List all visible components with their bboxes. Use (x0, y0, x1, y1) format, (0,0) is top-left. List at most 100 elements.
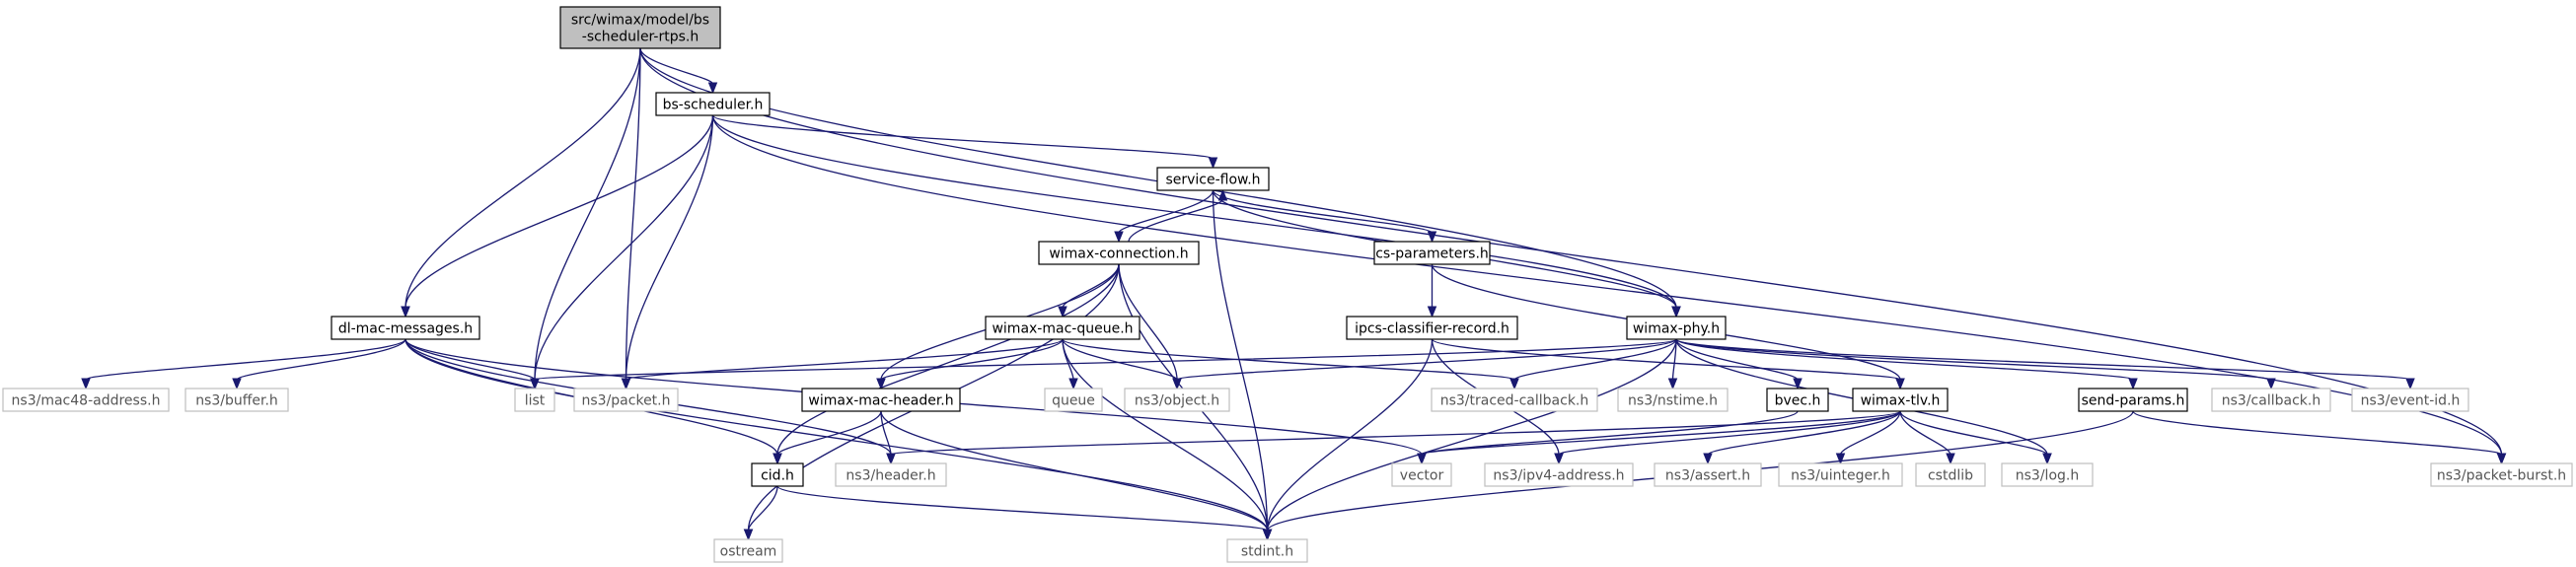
edge-wimax-tlv-to-log (1899, 410, 2052, 465)
node-box (1915, 462, 1986, 487)
node-label: ns3/traced-callback.h (1440, 393, 1589, 409)
edges-layer (81, 47, 2507, 541)
edge-wimax-mac-queue-to-packet (621, 338, 1064, 390)
node-send-params[interactable]: send-params.h (2078, 388, 2188, 412)
node-label: send-params.h (2082, 393, 2185, 409)
node-label: ipcs-classifier-record.h (1355, 321, 1509, 337)
node-bvec[interactable]: bvec.h (1766, 388, 1829, 412)
node-label: queue (1052, 393, 1095, 409)
node-box (1156, 167, 1270, 191)
node-label: wimax-mac-queue.h (992, 321, 1133, 337)
node-label: bvec.h (1775, 393, 1821, 409)
node-wimax-mac-queue[interactable]: wimax-mac-queue.h (985, 316, 1141, 340)
node-label: ns3/event-id.h (2361, 393, 2461, 409)
node-box (1617, 388, 1729, 412)
node-box (559, 6, 721, 49)
node-box (2351, 388, 2469, 412)
edge-dl-mac-messages-to-mac48 (81, 338, 406, 390)
edge-root-to-bs-scheduler (639, 47, 718, 95)
node-event-id: ns3/event-id.h (2351, 388, 2469, 412)
node-cstdlib: cstdlib (1915, 462, 1986, 487)
node-dl-mac-messages[interactable]: dl-mac-messages.h (331, 316, 480, 340)
node-box (1431, 388, 1598, 412)
node-box (514, 388, 555, 412)
node-box (1852, 388, 1949, 412)
node-wimax-mac-header[interactable]: wimax-mac-header.h (801, 388, 961, 412)
node-service-flow[interactable]: service-flow.h (1156, 167, 1270, 191)
node-box (2, 388, 170, 412)
edge-service-flow-to-stdint (1212, 189, 1273, 541)
edge-wimax-tlv-to-cstdlib (1899, 410, 1955, 465)
edge-cid-to-stdint (776, 485, 1273, 541)
node-uinteger: ns3/uinteger.h (1778, 462, 1903, 487)
edge-service-flow-to-wimax-connection (1114, 189, 1214, 244)
edge-wimax-tlv-to-header (886, 410, 1901, 465)
edge-bs-scheduler-to-packet (621, 114, 714, 390)
node-label: ns3/uinteger.h (1791, 468, 1890, 484)
node-box (1766, 388, 1829, 412)
node-label: ns3/nstime.h (1628, 393, 1718, 409)
node-label: ns3/packet.h (582, 393, 671, 409)
node-stdint: stdint.h (1226, 538, 1308, 563)
node-label: cstdlib (1928, 468, 1973, 484)
node-box (1654, 462, 1762, 487)
node-box (751, 462, 804, 487)
node-box (2430, 462, 2573, 487)
edge-ipcs-classifier-record-to-wimax-tlv (1431, 338, 1905, 390)
node-mac48: ns3/mac48-address.h (2, 388, 170, 412)
edge-bs-scheduler-to-service-flow (711, 114, 1218, 170)
node-ipcs-classifier-record[interactable]: ipcs-classifier-record.h (1346, 316, 1518, 340)
node-bs-scheduler[interactable]: bs-scheduler.h (655, 92, 771, 116)
edge-wimax-mac-queue-to-traced-callback (1062, 338, 1519, 390)
edge-wimax-tlv-to-uinteger (1835, 410, 1901, 465)
edge-wimax-connection-to-service-flow (1128, 188, 1228, 243)
node-traced-callback: ns3/traced-callback.h (1431, 388, 1598, 412)
edge-wimax-mac-queue-to-object (1062, 338, 1182, 390)
edge-wimax-phy-to-traced-callback (1509, 338, 1677, 390)
node-label: ns3/mac48-address.h (12, 393, 161, 409)
node-assert: ns3/assert.h (1654, 462, 1762, 487)
node-nstime: ns3/nstime.h (1617, 388, 1729, 412)
node-wimax-phy[interactable]: wimax-phy.h (1626, 316, 1727, 340)
node-label: service-flow.h (1165, 173, 1260, 188)
node-box (184, 388, 289, 412)
edge-wimax-phy-to-send-params (1675, 338, 2138, 390)
node-box (1391, 462, 1452, 487)
node-cs-parameters[interactable]: cs-parameters.h (1373, 241, 1491, 265)
node-label: ns3/assert.h (1665, 468, 1750, 484)
node-label: cs-parameters.h (1375, 247, 1489, 262)
nodes-layer: src/wimax/model/bs-scheduler-rtps.h bs-sc… (2, 6, 2573, 563)
node-cid[interactable]: cid.h (751, 462, 804, 487)
node-box (713, 538, 783, 563)
node-root[interactable]: src/wimax/model/bs-scheduler-rtps.h (559, 6, 721, 49)
node-label: ns3/buffer.h (195, 393, 278, 409)
node-label: ns3/header.h (846, 468, 935, 484)
edge-wimax-phy-to-callback (1675, 338, 2276, 390)
node-label: wimax-mac-header.h (808, 393, 953, 409)
node-callback: ns3/callback.h (2211, 388, 2331, 412)
node-header: ns3/header.h (835, 462, 947, 487)
edge-wimax-mac-queue-to-wimax-mac-header (876, 338, 1064, 390)
node-label: wimax-phy.h (1633, 321, 1720, 337)
node-box (1626, 316, 1727, 340)
edge-send-params-to-packet-burst (2132, 410, 2507, 465)
node-label: ostream (720, 544, 777, 560)
node-ipv4-address: ns3/ipv4-address.h (1484, 462, 1634, 487)
node-box (1484, 462, 1634, 487)
node-box (1044, 388, 1103, 412)
node-object: ns3/object.h (1124, 388, 1230, 412)
edge-wimax-phy-to-list (530, 338, 1677, 390)
edge-wimax-mac-header-to-cid (773, 410, 882, 465)
node-box (2078, 388, 2188, 412)
node-wimax-tlv[interactable]: wimax-tlv.h (1852, 388, 1949, 412)
edge-bs-scheduler-to-wimax-phy (711, 114, 1681, 319)
edge-wimax-tlv-to-vector (1417, 410, 1901, 465)
node-label: src/wimax/model/bs (571, 13, 709, 29)
node-label: stdint.h (1241, 544, 1293, 560)
edge-wimax-tlv-to-ipv4-address (1554, 410, 1901, 465)
node-label: ns3/callback.h (2222, 393, 2320, 409)
node-box (1373, 241, 1491, 265)
node-wimax-connection[interactable]: wimax-connection.h (1038, 241, 1200, 265)
node-log: ns3/log.h (2001, 462, 2094, 487)
